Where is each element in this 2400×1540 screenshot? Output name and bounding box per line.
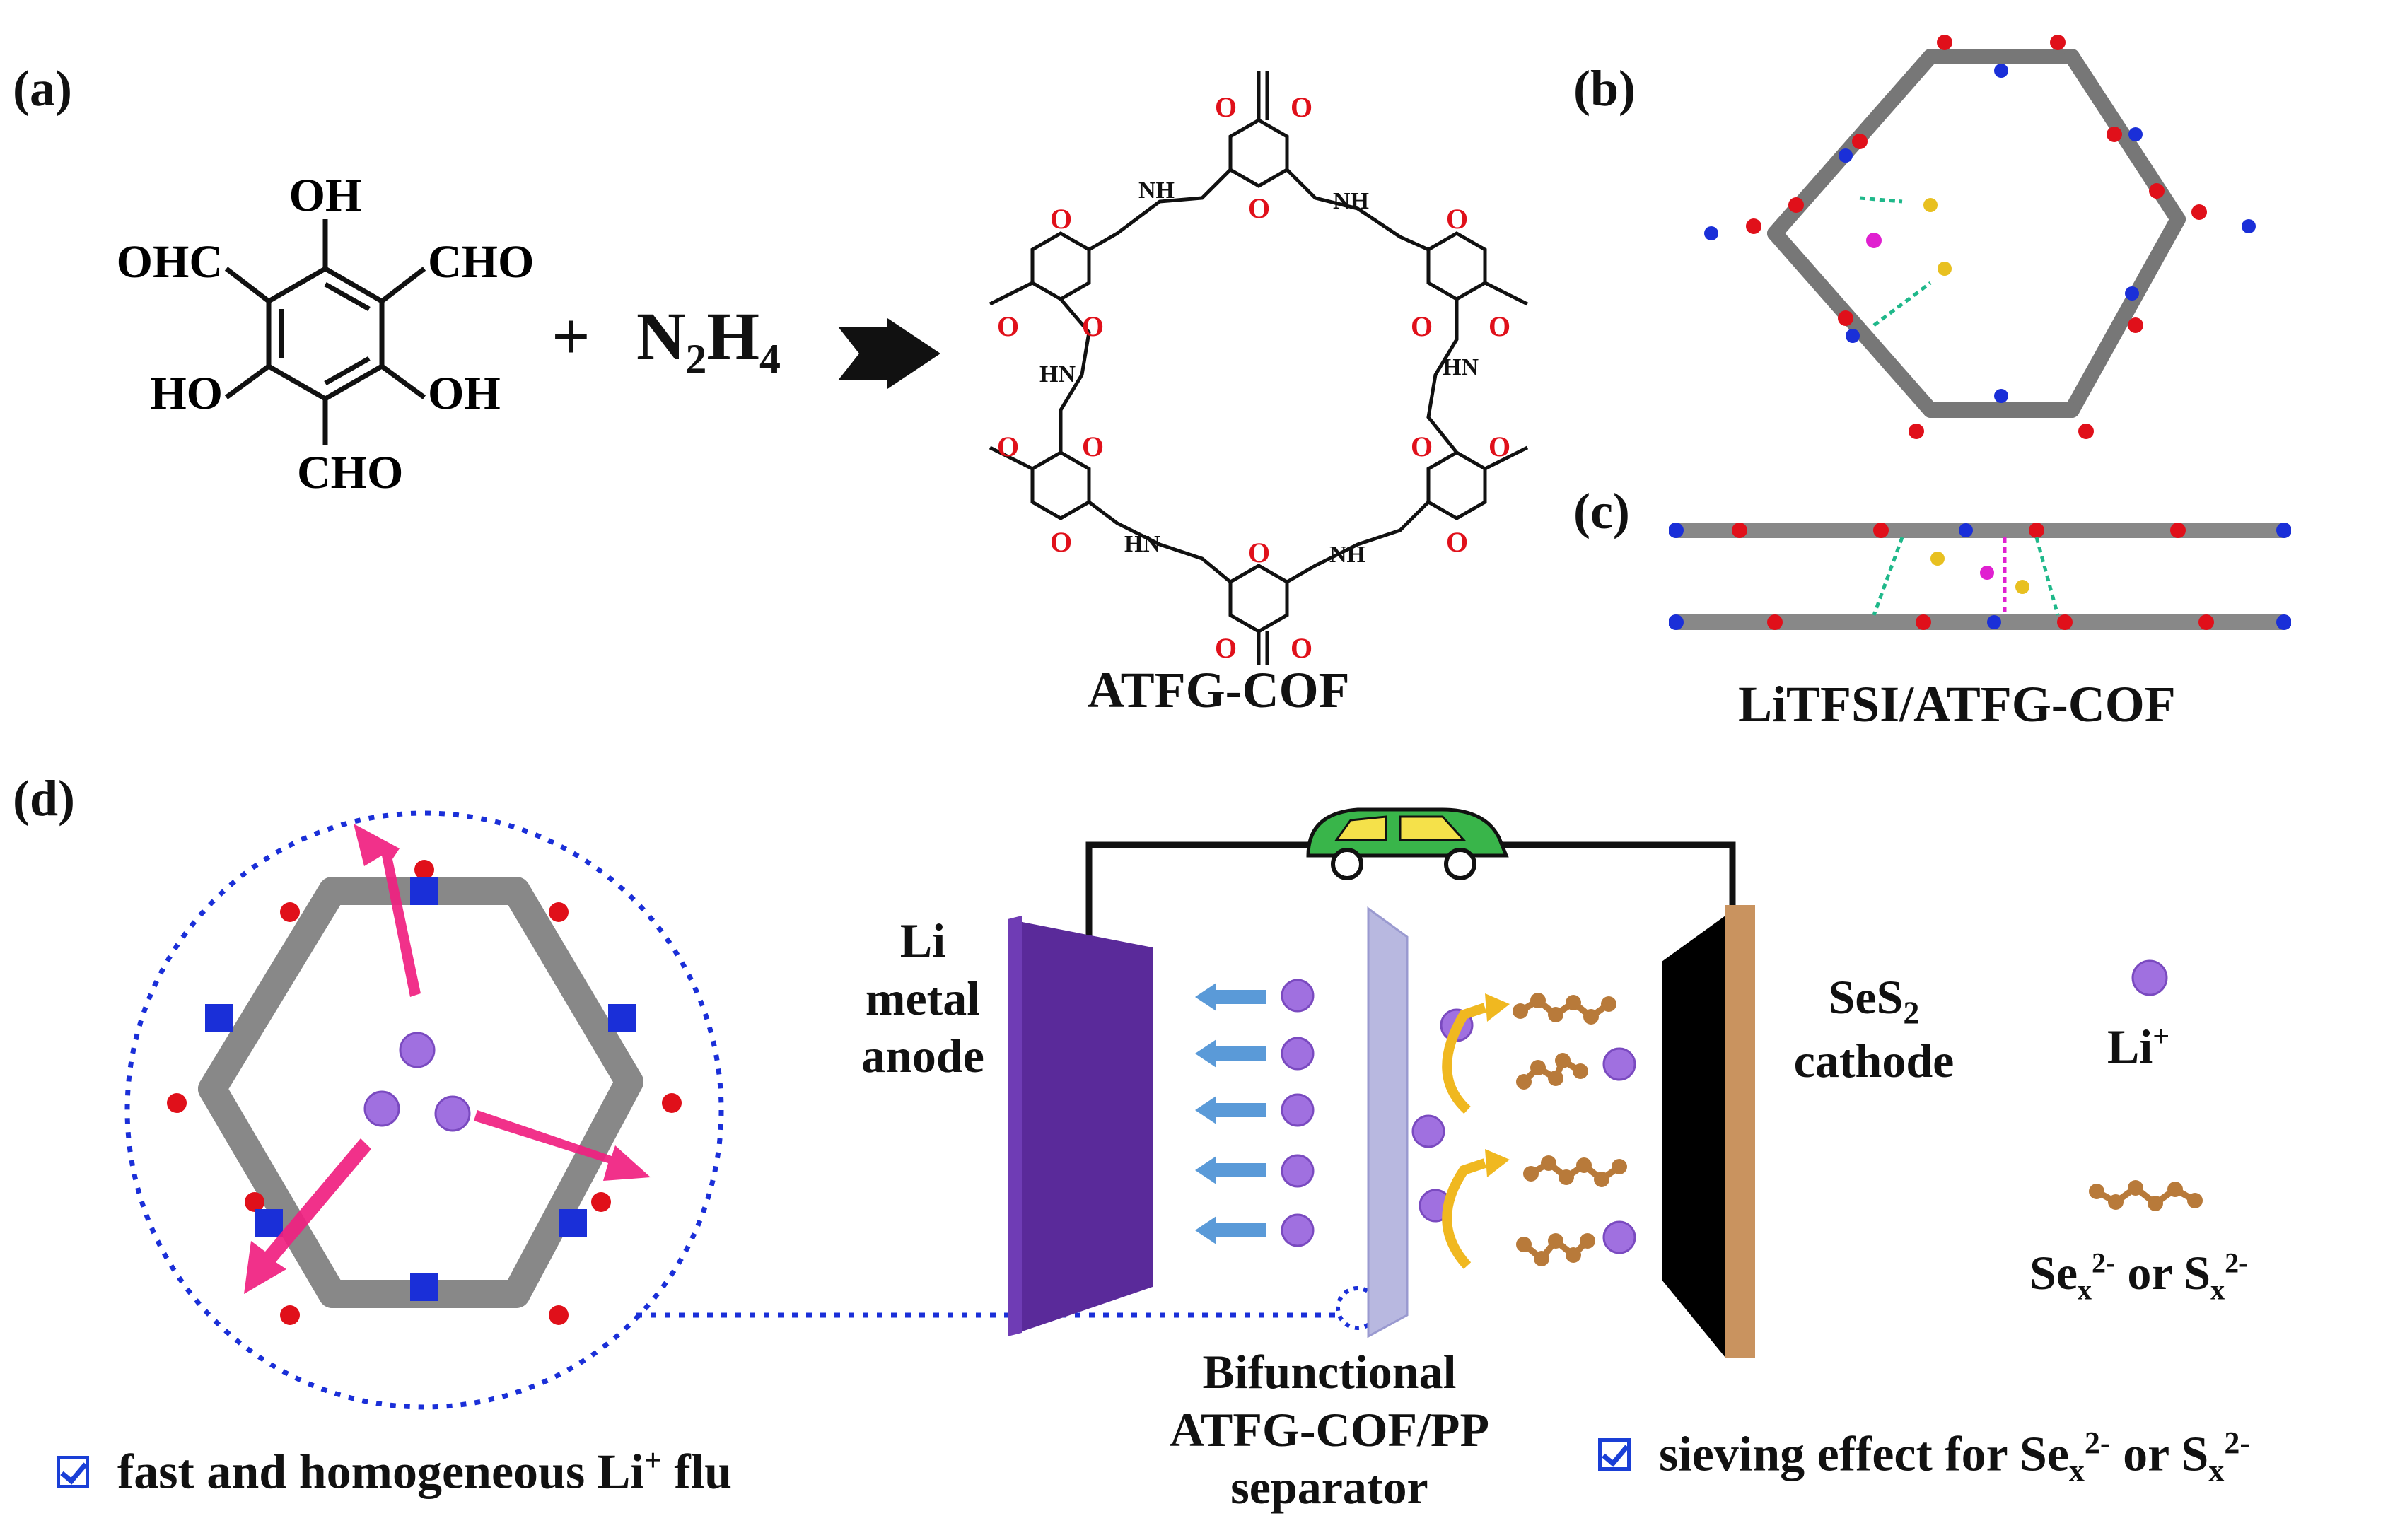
- complex-label: LiTFSI/ATFG-COF: [1738, 676, 2176, 733]
- cof-3d-top-view: [1704, 35, 2256, 439]
- cho-right-text: CHO: [428, 236, 534, 288]
- cho-bottom-text: CHO: [297, 447, 403, 498]
- reactant-molecule: OH OHC CHO HO OH CHO: [117, 170, 535, 498]
- atfg-cof-structure: O O O O O O O O O O O O O O O O O O NH N…: [989, 71, 1529, 665]
- cof-nh-4: NH: [1329, 542, 1365, 568]
- cof-o-17: O: [1082, 310, 1104, 342]
- cof-o-15: O: [1082, 431, 1104, 462]
- checkbox-icon: [1598, 1438, 1631, 1471]
- feature-right-sup1: 2-: [2084, 1425, 2111, 1460]
- cof-hn-5: HN: [1124, 531, 1160, 557]
- n2h4-sub2: 4: [759, 336, 781, 383]
- feature-right-sub2: x: [2208, 1453, 2225, 1488]
- oh-top-text: OH: [289, 170, 362, 221]
- poly-se: Se: [2029, 1246, 2078, 1300]
- cof-o-8: O: [1489, 431, 1510, 462]
- separator-label: Bifunctional ATFG-COF/PP separator: [1170, 1345, 1489, 1515]
- cof-o-6: O: [1489, 310, 1510, 342]
- cof-3d-side-view: [1669, 523, 2291, 630]
- cof-magnified-view: [124, 810, 724, 1410]
- cof-o-5: O: [1411, 310, 1433, 342]
- oh-right-text: OH: [428, 368, 501, 419]
- cof-o-18: O: [1050, 203, 1072, 235]
- reaction-arrow-icon: [838, 318, 940, 389]
- polysulfide-legend-icon: [2089, 1180, 2203, 1211]
- panel-label-b: (b): [1573, 60, 1636, 117]
- cho-left-text: OHC: [117, 236, 223, 288]
- feature-right-or: or S: [2110, 1427, 2209, 1482]
- cof-nh-1: NH: [1138, 177, 1175, 204]
- cof-o-3: O: [1248, 192, 1270, 224]
- cathode-sub: 2: [1903, 994, 1920, 1031]
- poly-or: or S: [2115, 1246, 2211, 1300]
- cof-o-11: O: [1215, 632, 1237, 664]
- cof-o-13: O: [1050, 526, 1072, 558]
- cof-o-10: O: [1248, 537, 1270, 568]
- panel-label-d: (d): [13, 770, 75, 827]
- cof-o-16: O: [997, 310, 1019, 342]
- n2h4-h: H: [706, 298, 759, 374]
- cof-o-12: O: [1291, 632, 1312, 664]
- cathode-label: SeS2 cathode: [1768, 969, 1980, 1090]
- n2h4-sub1: 2: [685, 336, 707, 383]
- poly-sup1: 2-: [2092, 1247, 2116, 1279]
- ho-left-text: HO: [150, 368, 223, 419]
- cathode-formula: SeS: [1828, 970, 1904, 1024]
- plus-sign: +: [552, 298, 590, 374]
- cof-o-14: O: [997, 431, 1019, 462]
- cof-hn-3: HN: [1443, 354, 1479, 380]
- feature-right-sub1: x: [2068, 1453, 2085, 1488]
- feature-left-text: fast and homogeneous Li: [117, 1445, 644, 1500]
- li-legend-label: Li+: [2107, 1018, 2169, 1076]
- polysulfide-legend-label: Sex2- or Sx2-: [2029, 1244, 2248, 1307]
- cathode-word: cathode: [1793, 1033, 1955, 1087]
- poly-sup2: 2-: [2225, 1247, 2249, 1279]
- cof-o-4: O: [1446, 203, 1468, 235]
- feature-left-tail: flu: [661, 1445, 733, 1500]
- poly-sub2: x: [2210, 1273, 2225, 1306]
- anode-label: Li metal anode: [861, 914, 984, 1083]
- feature-li-flux: fast and homogeneous Li+ flu: [57, 1442, 732, 1500]
- cof-o-2: O: [1291, 91, 1312, 123]
- li-legend-text: Li: [2107, 1020, 2153, 1073]
- n2h4-n: N: [636, 298, 686, 374]
- cof-o-7: O: [1411, 431, 1433, 462]
- feature-left-sup: +: [643, 1443, 662, 1478]
- li-legend-sup: +: [2153, 1020, 2170, 1054]
- panel-label-c: (c): [1573, 483, 1630, 539]
- cof-hn-6: HN: [1039, 361, 1076, 387]
- n2h4-formula: N2H4: [636, 297, 781, 384]
- checkbox-icon: [57, 1456, 89, 1489]
- car-icon: [1306, 807, 1509, 880]
- panel-label-a: (a): [13, 60, 72, 117]
- feature-right-sup2: 2-: [2224, 1425, 2250, 1460]
- feature-right-text: sieving effect for Se: [1659, 1427, 2069, 1482]
- feature-sieving: sieving effect for Sex2- or Sx2-: [1598, 1425, 2250, 1488]
- poly-sub1: x: [2078, 1273, 2092, 1306]
- cof-o-9: O: [1446, 526, 1468, 558]
- battery-diagram: [1008, 807, 1755, 1358]
- cof-name-label: ATFG-COF: [1088, 662, 1350, 718]
- li-ion-legend-icon: [2131, 959, 2168, 996]
- cof-nh-2: NH: [1333, 188, 1369, 214]
- cof-o-1: O: [1215, 91, 1237, 123]
